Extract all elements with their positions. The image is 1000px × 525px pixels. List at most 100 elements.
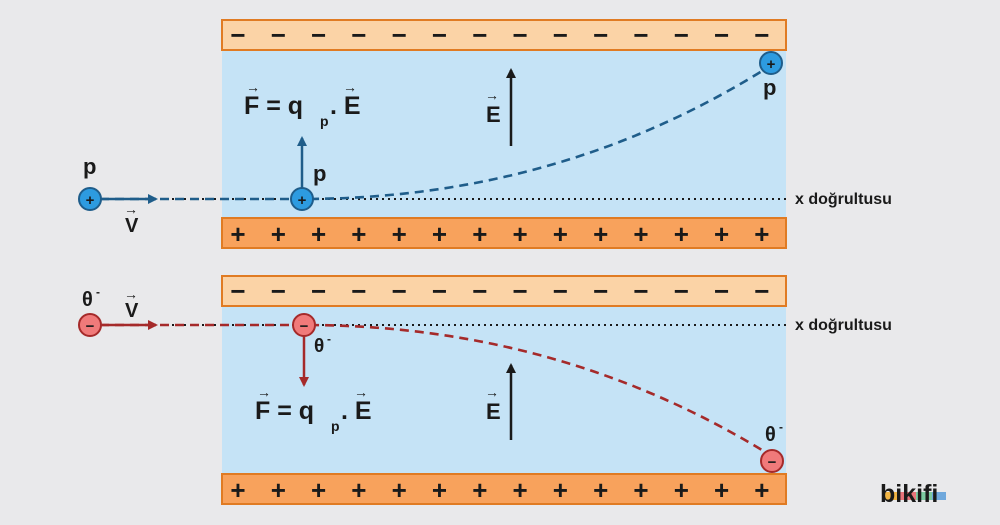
bottom-positive-sign-3: +	[311, 475, 326, 505]
bottom-formula-sub: p	[331, 418, 340, 434]
top-negative-sign-12: −	[674, 20, 689, 50]
top-positive-sign-10: +	[593, 219, 608, 249]
bottom-positive-sign-11: +	[633, 475, 648, 505]
bottom-formula-main: F = q	[255, 397, 314, 425]
bottom-positive-plate-signs: + + + + + + + + + + + + + +	[230, 475, 769, 505]
top-proton-mid-label: p	[313, 161, 326, 186]
bottom-negative-sign-5: −	[392, 276, 407, 306]
top-positive-sign-7: +	[472, 219, 487, 249]
top-proton-initial-label: p	[83, 154, 96, 179]
top-negative-plate-signs: −−−−−−−−−−−−−−	[230, 20, 769, 50]
bottom-electron-initial-symbol: −	[86, 318, 95, 335]
top-negative-plate	[221, 19, 787, 51]
top-field-vector-arrow: →	[485, 87, 499, 103]
bottom-positive-plate	[221, 473, 787, 505]
bottom-negative-sign-3: −	[311, 276, 326, 306]
top-negative-sign-14: −	[754, 20, 769, 50]
top-positive-sign-11: +	[633, 219, 648, 249]
logo-accent-yellow	[884, 492, 900, 500]
top-positive-sign-3: +	[311, 219, 326, 249]
top-panel: −−−−−−−−−−−−−− ++++++++++++++ x doğrultu…	[78, 19, 892, 249]
bottom-positive-sign-14: +	[754, 475, 769, 505]
top-negative-sign-7: −	[472, 20, 487, 50]
top-positive-plate-signs: ++++++++++++++	[230, 219, 769, 249]
top-positive-sign-12: +	[674, 219, 689, 249]
bottom-formula-e-vector: →	[354, 384, 368, 400]
top-field-region	[222, 50, 786, 218]
bottom-positive-sign-13: +	[714, 475, 729, 505]
top-positive-sign-8: +	[513, 219, 528, 249]
top-proton-initial: +	[78, 187, 102, 211]
bottom-negative-sign-6: −	[432, 276, 447, 306]
bottom-positive-sign-10: +	[593, 475, 608, 505]
bottom-negative-plate	[221, 275, 787, 307]
bottom-positive-sign-2: +	[271, 475, 286, 505]
bottom-electron-initial-label: θ	[82, 289, 93, 311]
bottom-positive-sign-12: +	[674, 475, 689, 505]
bottom-positive-sign-4: +	[351, 475, 366, 505]
top-x-axis-label: x doğrultusu	[795, 191, 892, 208]
top-negative-sign-10: −	[593, 20, 608, 50]
bottom-positive-sign-1: +	[230, 475, 245, 505]
bottom-electron-initial-label-sup: -	[96, 285, 100, 299]
bottom-negative-sign-1: −	[230, 276, 245, 306]
top-velocity-label: V	[125, 215, 139, 237]
top-positive-sign-14: +	[754, 219, 769, 249]
top-positive-sign-1: +	[230, 219, 245, 249]
bottom-field-vector-arrow: →	[485, 384, 499, 400]
bottom-positive-sign-7: +	[472, 475, 487, 505]
bottom-electron-final-symbol: −	[768, 454, 777, 471]
top-negative-sign-4: −	[351, 20, 366, 50]
bottom-electron-mid-label: θ	[314, 336, 324, 357]
bottom-velocity-vector-arrow: →	[124, 286, 138, 302]
bottom-field-region	[222, 305, 786, 473]
bottom-negative-sign-9: −	[553, 276, 568, 306]
top-positive-sign-6: +	[432, 219, 447, 249]
bottom-electron-mid-label-sup: -	[327, 332, 331, 346]
bottom-positive-sign-8: +	[513, 475, 528, 505]
top-proton-mid-symbol: +	[298, 192, 307, 209]
bottom-electron-final-label-sup: -	[779, 420, 783, 434]
bottom-negative-sign-11: −	[633, 276, 648, 306]
top-positive-plate	[221, 217, 787, 249]
bottom-electron-final: −	[760, 449, 784, 473]
top-proton-trajectory	[100, 64, 771, 201]
top-proton-initial-symbol: +	[86, 192, 95, 209]
logo-text: bikifi	[880, 480, 938, 508]
top-velocity-vector-arrow: →	[124, 201, 138, 217]
top-negative-sign-8: −	[513, 20, 528, 50]
bottom-negative-sign-10: −	[593, 276, 608, 306]
top-negative-sign-13: −	[714, 20, 729, 50]
top-formula-main: F = q	[244, 92, 303, 120]
bottom-electron-trajectory	[100, 323, 771, 457]
bottom-electron-initial: −	[78, 313, 102, 337]
bottom-formula-end: . E	[341, 397, 372, 425]
bottom-formula-f-vector: →	[257, 384, 271, 400]
top-field-label: E	[486, 102, 501, 127]
bottom-positive-sign-9: +	[553, 475, 568, 505]
top-negative-sign-3: −	[311, 20, 326, 50]
top-proton-mid: +	[290, 187, 314, 211]
bottom-negative-sign-13: −	[714, 276, 729, 306]
top-negative-sign-2: −	[271, 20, 286, 50]
bikifi-logo: bikifi	[880, 480, 946, 508]
bottom-electron-mid-symbol: −	[300, 318, 309, 335]
top-formula-f-vector: →	[246, 79, 260, 95]
top-negative-sign-6: −	[432, 20, 447, 50]
bottom-negative-sign-12: −	[674, 276, 689, 306]
top-negative-sign-5: −	[392, 20, 407, 50]
top-proton-final-label: p	[763, 75, 776, 100]
bottom-positive-sign-6: +	[432, 475, 447, 505]
top-negative-sign-1: −	[230, 20, 245, 50]
bottom-negative-sign-8: −	[513, 276, 528, 306]
bottom-electron-mid: −	[292, 313, 316, 337]
bottom-negative-plate-signs: −−−−−−−−−−−−−−	[230, 276, 769, 306]
bottom-field-label: E	[486, 399, 501, 424]
bottom-panel: −−−−−−−−−−−−−− ++++++++++++++ x doğrultu…	[78, 275, 892, 505]
bottom-positive-sign-5: +	[392, 475, 407, 505]
top-positive-sign-5: +	[392, 219, 407, 249]
bottom-electron-final-label: θ	[765, 424, 776, 446]
top-formula-sub: p	[320, 113, 329, 129]
logo-accent-green	[916, 492, 932, 500]
